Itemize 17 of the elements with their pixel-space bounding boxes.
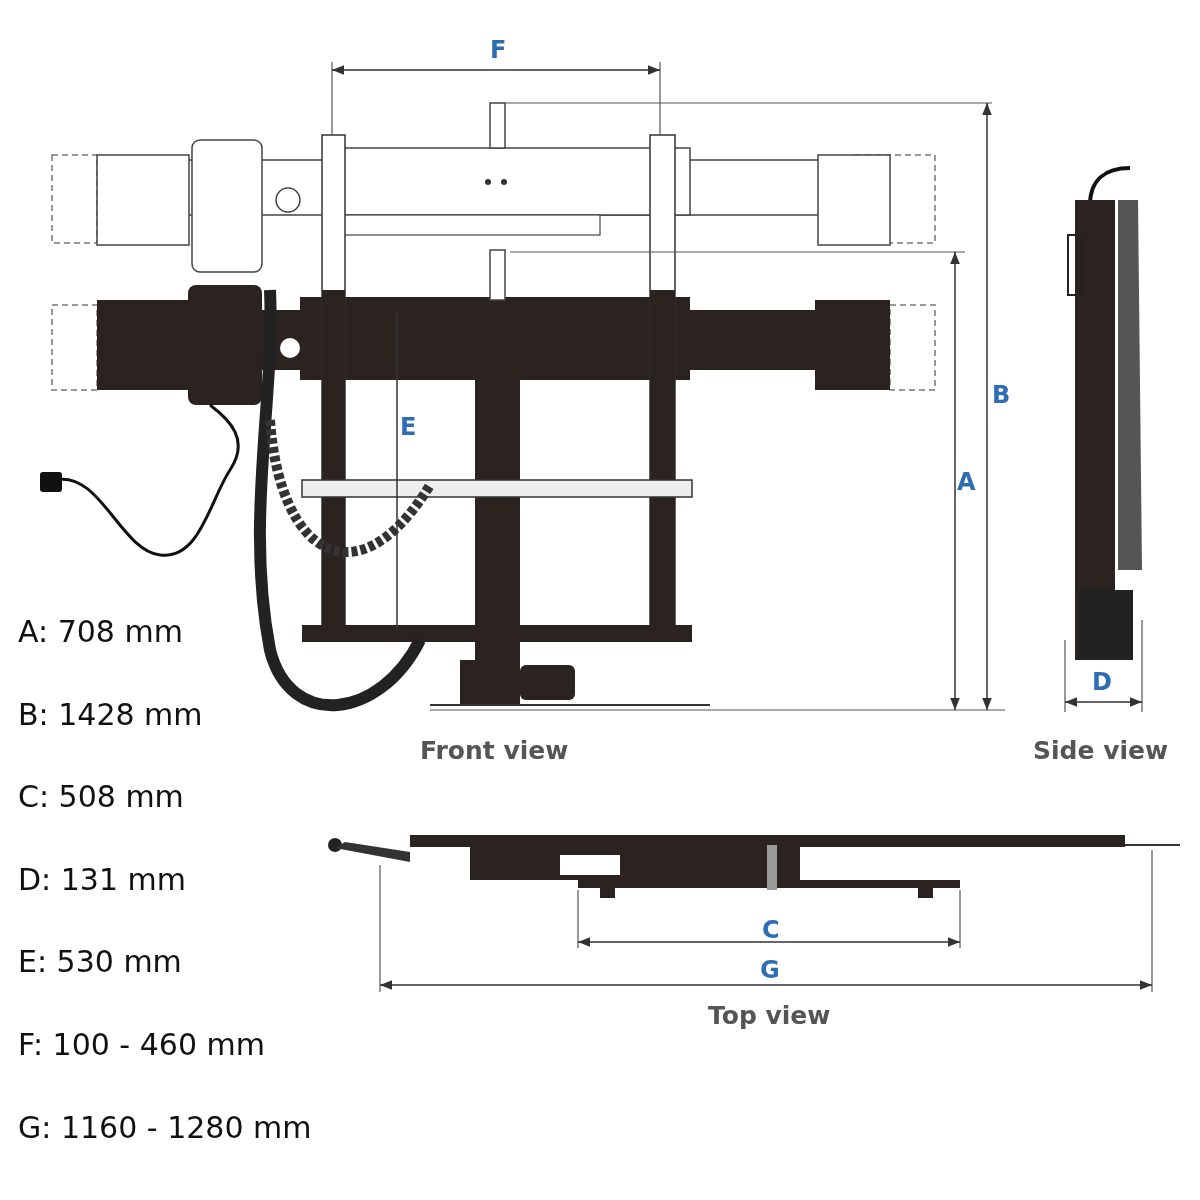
dimension-value: C: 508 mm — [18, 782, 184, 812]
dimension-value: D: 131 mm — [18, 865, 186, 895]
dimension-value: B: 1428 mm — [18, 700, 203, 730]
dimension-label: C — [762, 918, 780, 942]
view-caption: Side view — [1033, 738, 1169, 763]
dimension-value: F: 100 - 460 mm — [18, 1030, 265, 1060]
dimension-label: B — [992, 383, 1011, 407]
dimension-label: F — [490, 38, 507, 62]
dimension-value: G: 1160 - 1280 mm — [18, 1113, 312, 1143]
dimension-value: E: 530 mm — [18, 947, 182, 977]
dimension-label: D — [1092, 670, 1112, 694]
dimension-label: A — [957, 470, 976, 494]
dimension-value: A: 708 mm — [18, 617, 183, 647]
view-caption: Front view — [420, 738, 569, 763]
view-caption: Top view — [708, 1003, 831, 1028]
dimension-label: E — [400, 415, 417, 439]
dimension-label: G — [760, 958, 780, 982]
